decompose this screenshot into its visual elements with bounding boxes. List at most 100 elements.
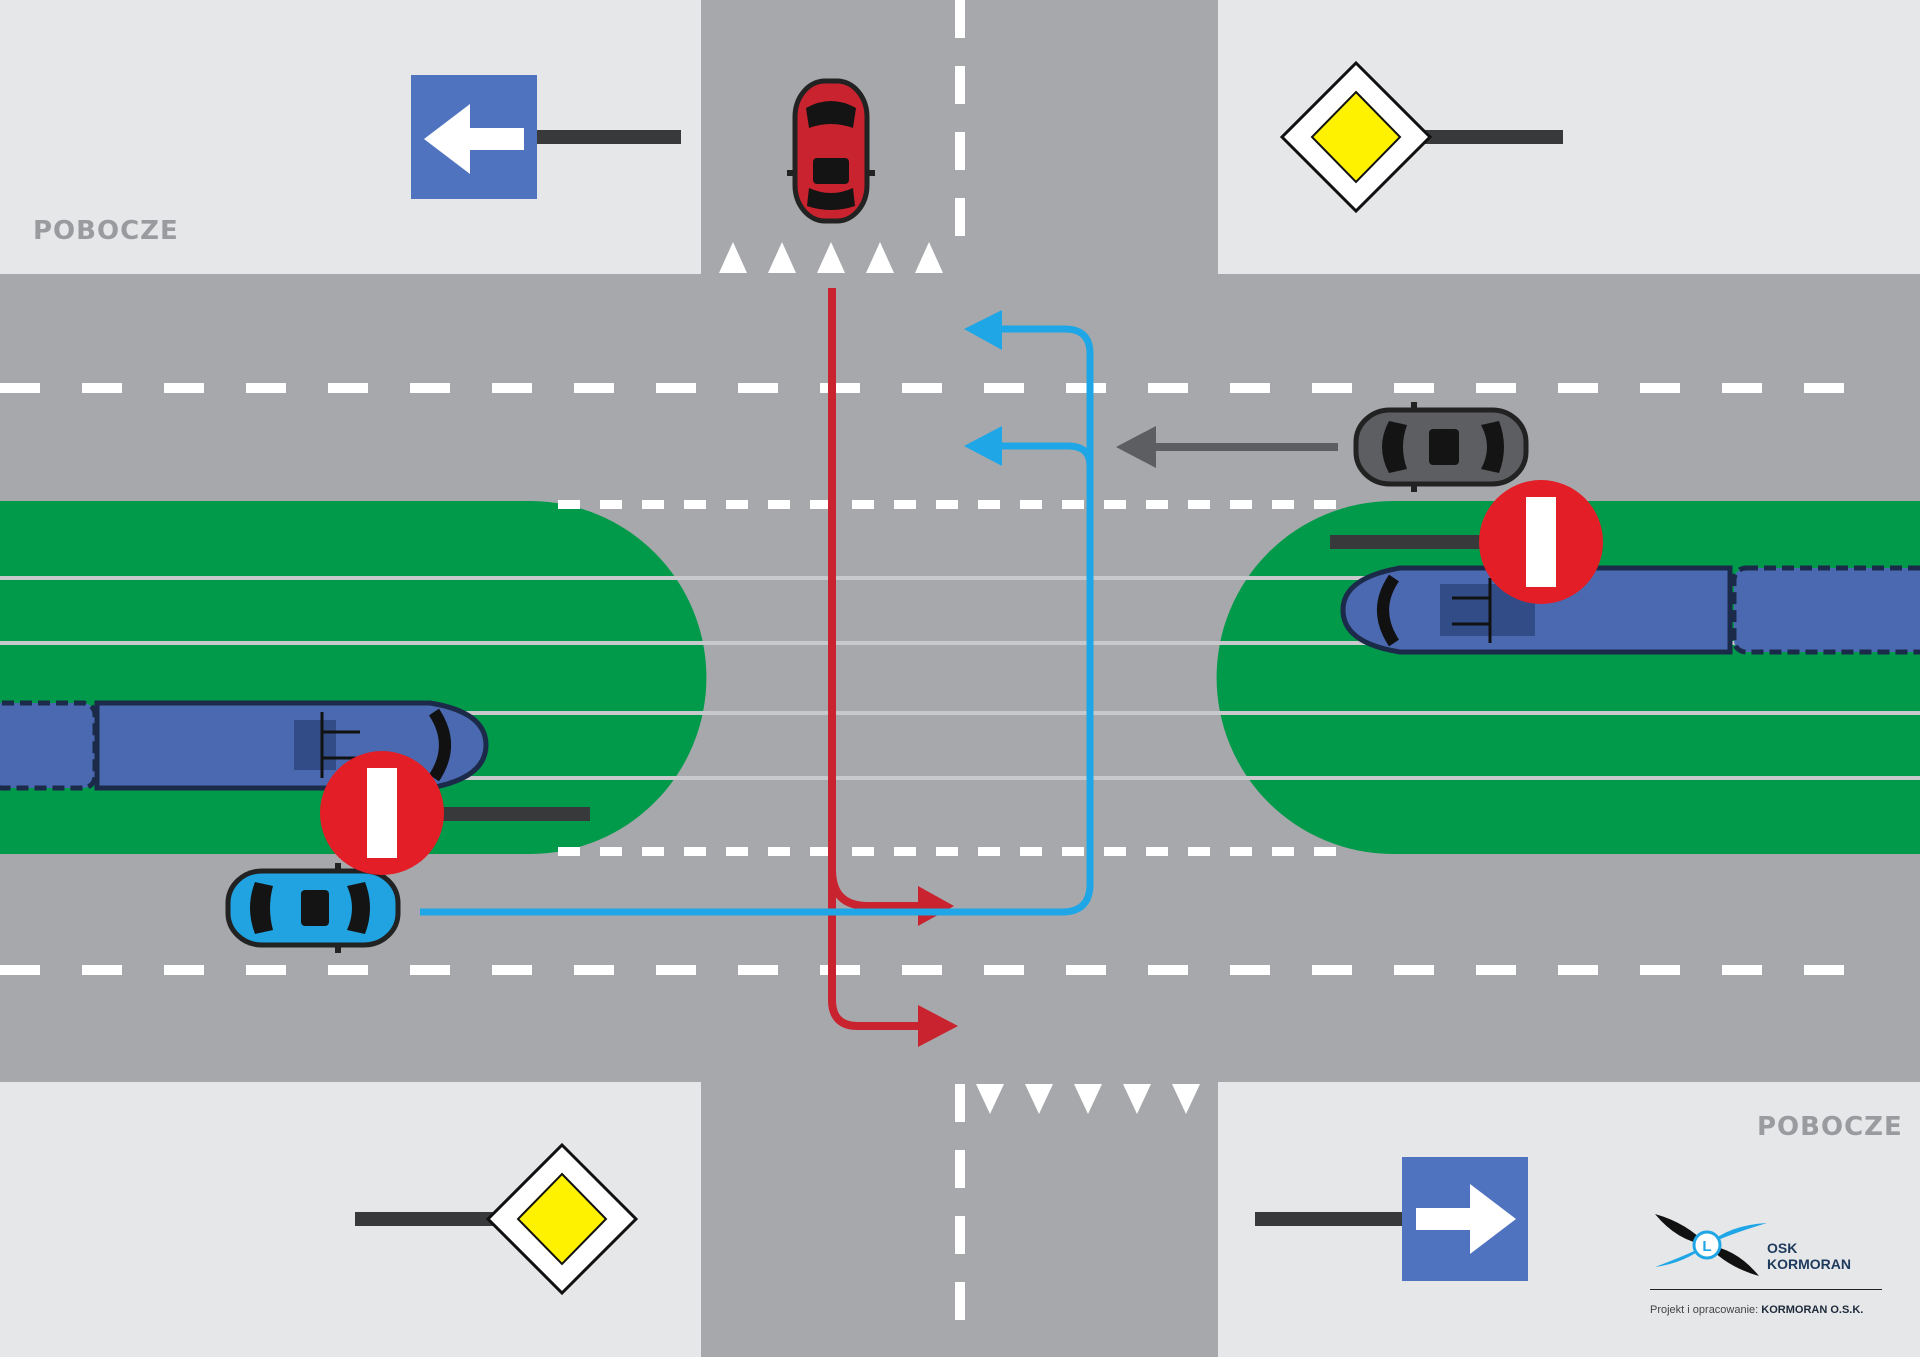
priority-road-sign-top bbox=[1279, 60, 1563, 214]
lane-dash bbox=[955, 1150, 965, 1188]
lane-dash bbox=[978, 500, 1000, 509]
lane-dash bbox=[955, 66, 965, 104]
lane-dash bbox=[984, 965, 1024, 975]
gray-car bbox=[1353, 402, 1529, 492]
lane-dash bbox=[955, 1216, 965, 1254]
logo-divider bbox=[1650, 1289, 1882, 1290]
lane-dash bbox=[410, 965, 450, 975]
no-entry-sign-right bbox=[1330, 480, 1603, 604]
lane-dash bbox=[955, 198, 965, 236]
lane-dash bbox=[894, 847, 916, 856]
lane-dash bbox=[1722, 965, 1762, 975]
logo-credit-prefix: Projekt i opracowanie: bbox=[1650, 1304, 1759, 1316]
lane-dash bbox=[852, 500, 874, 509]
lane-dash bbox=[1104, 500, 1126, 509]
logo-name: OSK KORMORAN bbox=[1767, 1240, 1851, 1272]
lane-dash bbox=[768, 847, 790, 856]
lane-dash bbox=[1146, 847, 1168, 856]
lane-dash bbox=[1188, 847, 1210, 856]
lane-dash bbox=[1394, 383, 1434, 393]
lane-dash bbox=[82, 965, 122, 975]
lane-dash bbox=[410, 383, 450, 393]
lane-dash bbox=[684, 847, 706, 856]
lane-dash bbox=[738, 383, 778, 393]
shoulder-label-bottom-right: POBOCZE bbox=[1757, 1112, 1903, 1142]
lane-dash bbox=[768, 500, 790, 509]
lane-dash bbox=[642, 500, 664, 509]
gray-car-arrow bbox=[1116, 426, 1338, 468]
lane-dash bbox=[656, 383, 696, 393]
red-arrowhead-upper bbox=[918, 886, 954, 926]
tram-right bbox=[1340, 565, 1920, 655]
give-way-triangles-north bbox=[719, 242, 943, 273]
logo-credit: Projekt i opracowanie: KORMORAN O.S.K. bbox=[1650, 1304, 1863, 1316]
blue-car bbox=[225, 863, 401, 953]
red-car bbox=[787, 78, 875, 224]
lane-dash bbox=[936, 847, 958, 856]
lane-dash bbox=[726, 847, 748, 856]
no-entry-sign-left bbox=[320, 751, 590, 875]
lane-dash bbox=[1272, 500, 1294, 509]
mandatory-turn-right-sign bbox=[1255, 1157, 1528, 1281]
blue-car-path bbox=[420, 325, 1094, 916]
lane-dash bbox=[684, 500, 706, 509]
lane-dash bbox=[82, 383, 122, 393]
svg-text:L: L bbox=[1702, 1238, 1711, 1255]
lane-dash bbox=[1476, 383, 1516, 393]
lane-dash bbox=[246, 383, 286, 393]
lane-dash bbox=[738, 965, 778, 975]
lane-dash bbox=[1230, 383, 1270, 393]
lane-dash bbox=[1312, 383, 1352, 393]
lane-dash bbox=[1062, 500, 1084, 509]
lane-dash bbox=[328, 965, 368, 975]
lane-dash bbox=[1722, 383, 1762, 393]
lane-dash bbox=[726, 500, 748, 509]
lane-dash bbox=[1230, 965, 1270, 975]
kormoran-logo-icon: L bbox=[1655, 1214, 1767, 1276]
lane-dash bbox=[0, 965, 40, 975]
mandatory-turn-left-sign bbox=[411, 75, 681, 199]
lane-dash bbox=[164, 383, 204, 393]
lane-dash bbox=[1066, 383, 1106, 393]
lane-dash bbox=[1476, 965, 1516, 975]
lane-dash bbox=[1020, 847, 1042, 856]
lane-dash bbox=[1804, 965, 1844, 975]
lane-dash bbox=[1230, 500, 1252, 509]
no-entry-icon bbox=[1526, 497, 1556, 587]
logo-credit-name: KORMORAN O.S.K. bbox=[1761, 1304, 1864, 1316]
lane-dash bbox=[1066, 965, 1106, 975]
lane-dash bbox=[492, 965, 532, 975]
lane-dash bbox=[1188, 500, 1210, 509]
left-arrow-icon bbox=[424, 104, 524, 174]
lane-dash bbox=[1020, 500, 1042, 509]
lane-dash bbox=[574, 383, 614, 393]
red-car-path bbox=[828, 288, 920, 1030]
lane-dash bbox=[1558, 383, 1598, 393]
give-way-triangles-south bbox=[976, 1084, 1200, 1114]
lane-dash bbox=[1314, 847, 1336, 856]
lane-dash bbox=[1558, 965, 1598, 975]
lane-dash bbox=[955, 1282, 965, 1320]
no-entry-icon bbox=[367, 768, 397, 858]
lane-dash bbox=[656, 965, 696, 975]
lane-dash bbox=[955, 0, 965, 38]
lane-dash bbox=[0, 383, 40, 393]
lane-dash bbox=[984, 383, 1024, 393]
lane-dash bbox=[894, 500, 916, 509]
lane-dash bbox=[820, 965, 860, 975]
lane-dash bbox=[978, 847, 1000, 856]
lane-dash bbox=[574, 965, 614, 975]
lane-dash bbox=[1314, 500, 1336, 509]
lane-dash bbox=[1640, 383, 1680, 393]
lane-dash bbox=[1148, 383, 1188, 393]
lane-dash bbox=[820, 383, 860, 393]
priority-road-sign-bottom bbox=[355, 1142, 639, 1296]
lane-dash bbox=[1104, 847, 1126, 856]
blue-arrowhead-top bbox=[964, 310, 1002, 350]
lane-dash bbox=[1394, 965, 1434, 975]
lane-dash bbox=[936, 500, 958, 509]
lane-dash bbox=[1272, 847, 1294, 856]
lane-dash bbox=[955, 1084, 965, 1122]
lane-dash bbox=[1148, 965, 1188, 975]
